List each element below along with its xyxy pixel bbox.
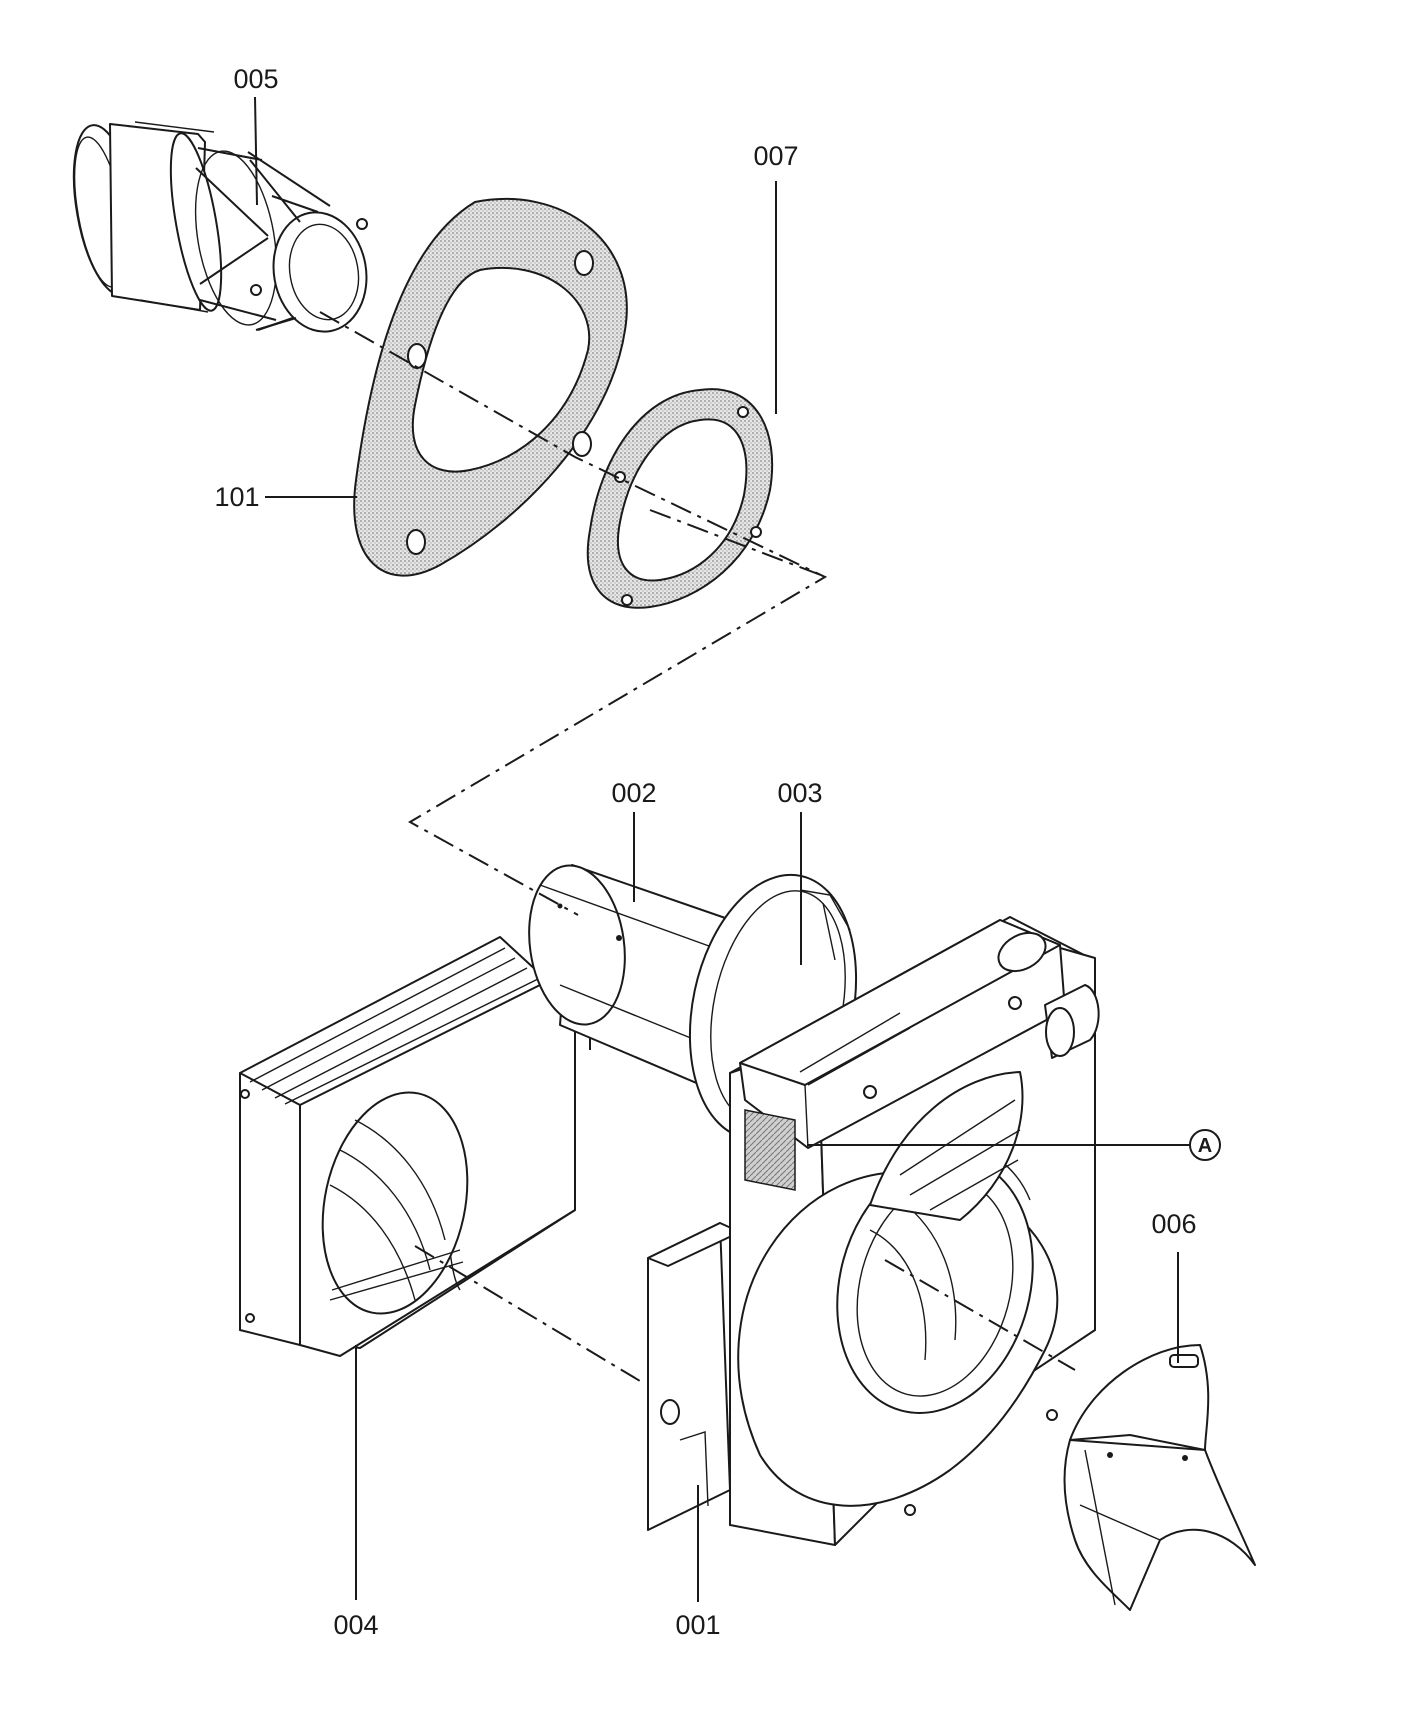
part-label: 005 (233, 64, 278, 94)
part-label: 007 (753, 141, 798, 171)
air-damper-part (1063, 1344, 1256, 1611)
hood-part (239, 936, 591, 1357)
part-label: 101 (214, 482, 259, 512)
part-callouts: 005 007 101 002 003 006 004 001 A (214, 64, 1221, 1640)
part-label: 002 (611, 778, 656, 808)
nozzle-head-part (72, 121, 368, 333)
detail-marker-circle (1189, 1129, 1221, 1161)
leader-005 (254, 96, 258, 206)
part-label: 006 (1151, 1209, 1196, 1239)
housing-part (647, 916, 1100, 1546)
part-label: 004 (333, 1610, 378, 1640)
part-label: 003 (777, 778, 822, 808)
seal-ring-part (586, 388, 774, 609)
assembly-axes (319, 311, 1076, 1385)
flange-gasket-part (353, 197, 628, 577)
part-label: 001 (675, 1610, 720, 1640)
detail-marker-letter: A (1198, 1135, 1212, 1157)
